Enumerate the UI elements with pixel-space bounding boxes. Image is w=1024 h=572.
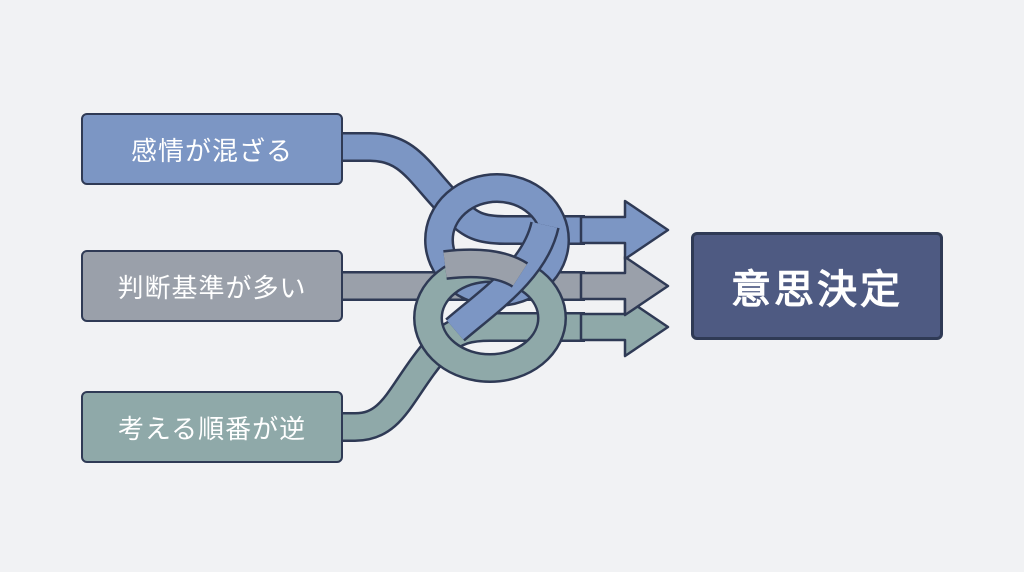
input-label-emotion: 感情が混ざる [130, 136, 293, 167]
decision-label: 意思決定 [731, 267, 903, 313]
input-label-order: 考える順番が逆 [117, 414, 307, 445]
decision-box: 意思決定 [691, 232, 943, 340]
tangled-knot [413, 173, 570, 383]
input-box-criteria: 判断基準が多い [81, 250, 343, 322]
input-box-order: 考える順番が逆 [81, 391, 343, 463]
input-label-criteria: 判断基準が多い [117, 273, 307, 304]
input-box-emotion: 感情が混ざる [81, 113, 343, 185]
